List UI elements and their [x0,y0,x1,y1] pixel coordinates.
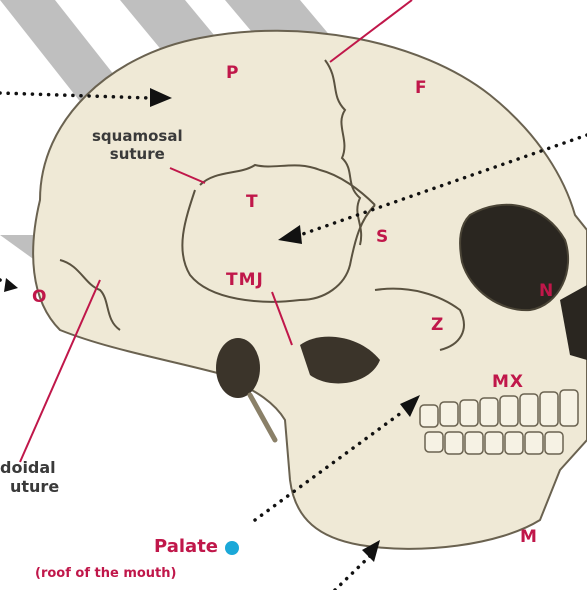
occipital-label: O [32,287,47,307]
squamosal-line1: squamosal [92,127,183,145]
squamosal-line2: suture [92,145,183,163]
zygomatic-label: Z [431,315,444,335]
temporal-label: T [246,192,259,212]
palate-title: Palate [100,536,218,558]
lambdoidal-suture-callout: doidal uture [0,458,59,496]
maxilla-label: MX [492,372,524,392]
palate-subtitle: (roof of the mouth) [35,566,176,582]
squamosal-suture-callout: squamosal suture [92,127,183,163]
ear-canal [216,338,260,398]
lambdoidal-line1: doidal [0,458,59,477]
frontal-label: F [415,78,428,98]
palate-callout: Palate [100,536,218,558]
parietal-label: P [226,63,239,83]
tmj-label: TMJ [226,270,264,290]
nasal-label: N [539,281,554,301]
mandible-label: M [520,527,538,547]
lambdoidal-line2: uture [0,477,59,496]
palate-dot [225,541,239,555]
sphenoid-label: S [376,227,389,247]
